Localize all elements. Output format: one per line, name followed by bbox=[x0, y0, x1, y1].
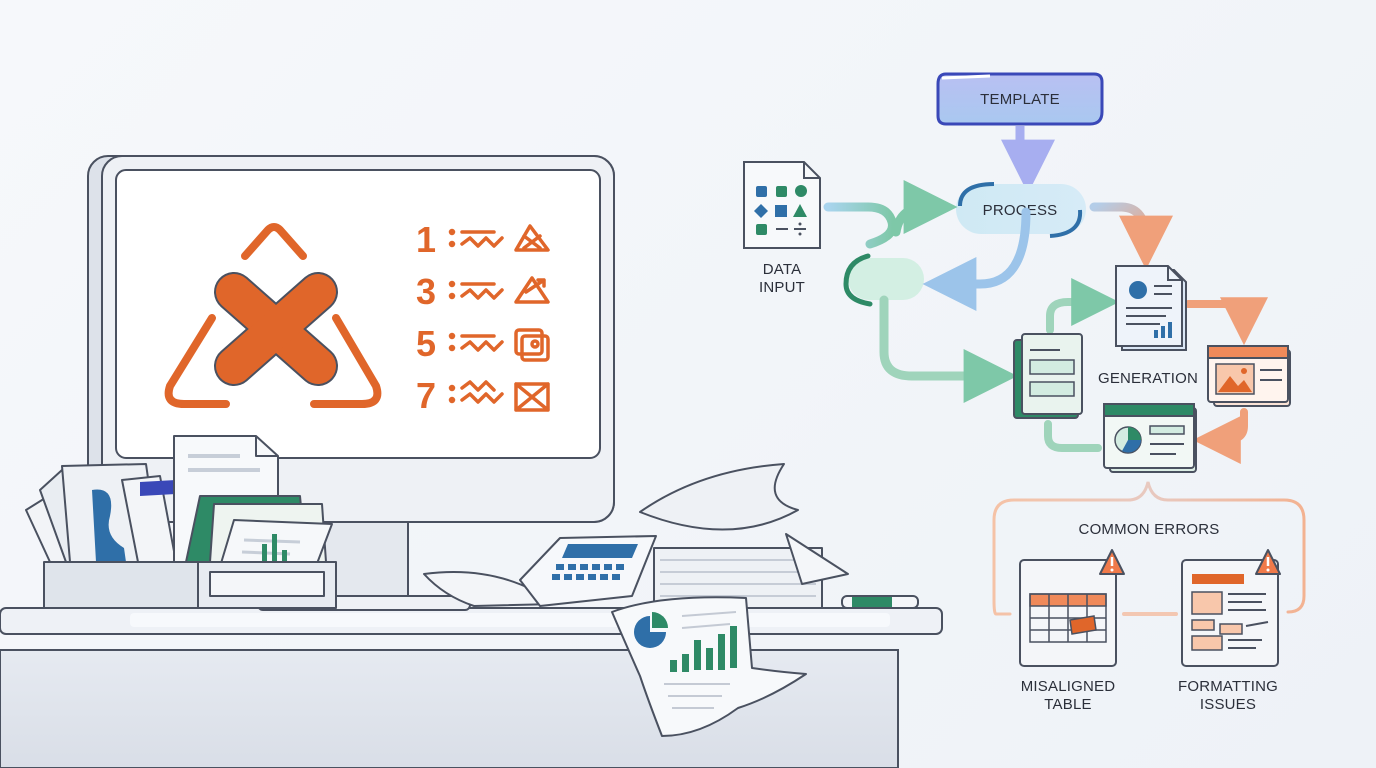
image-card-icon bbox=[1207, 345, 1291, 407]
file-organizer bbox=[25, 435, 337, 609]
report-document-icon bbox=[1115, 265, 1187, 351]
template-to-process-arrow bbox=[1001, 126, 1055, 194]
process-label: PROCESS bbox=[983, 202, 1058, 219]
dashboard-card-icon bbox=[1103, 403, 1197, 473]
formatting-label-line2: ISSUES bbox=[1200, 696, 1256, 713]
list-number-5: 5 bbox=[416, 323, 436, 364]
misaligned-label-line2: TABLE bbox=[1044, 696, 1091, 713]
data-input-document-icon: DATA INPUT bbox=[743, 161, 821, 296]
template-label: TEMPLATE bbox=[980, 91, 1060, 108]
list-number-7: 7 bbox=[416, 375, 436, 416]
process-node: PROCESS bbox=[956, 182, 1086, 238]
misaligned-label-line1: MISALIGNED bbox=[1021, 678, 1116, 695]
list-number-3: 3 bbox=[416, 271, 436, 312]
common-errors-label: COMMON ERRORS bbox=[1079, 521, 1220, 538]
formatting-issues-icon bbox=[1181, 549, 1281, 667]
error-x-icon bbox=[164, 223, 382, 408]
misaligned-table-icon bbox=[1019, 549, 1125, 667]
flow-arrows bbox=[823, 180, 1268, 464]
template-node: TEMPLATE bbox=[936, 72, 1104, 126]
generation-label: GENERATION bbox=[1098, 370, 1198, 387]
desk bbox=[0, 607, 943, 768]
common-errors-bracket bbox=[992, 481, 1306, 616]
numbered-error-list: 1 3 5 7 bbox=[416, 219, 550, 416]
list-number-1: 1 bbox=[416, 219, 436, 260]
formatting-label-line1: FORMATTING bbox=[1178, 678, 1278, 695]
paper-pile bbox=[423, 463, 919, 737]
data-input-label-line1: DATA bbox=[763, 261, 802, 278]
data-input-label-line2: INPUT bbox=[759, 279, 805, 296]
text-document-icon bbox=[1013, 333, 1083, 419]
